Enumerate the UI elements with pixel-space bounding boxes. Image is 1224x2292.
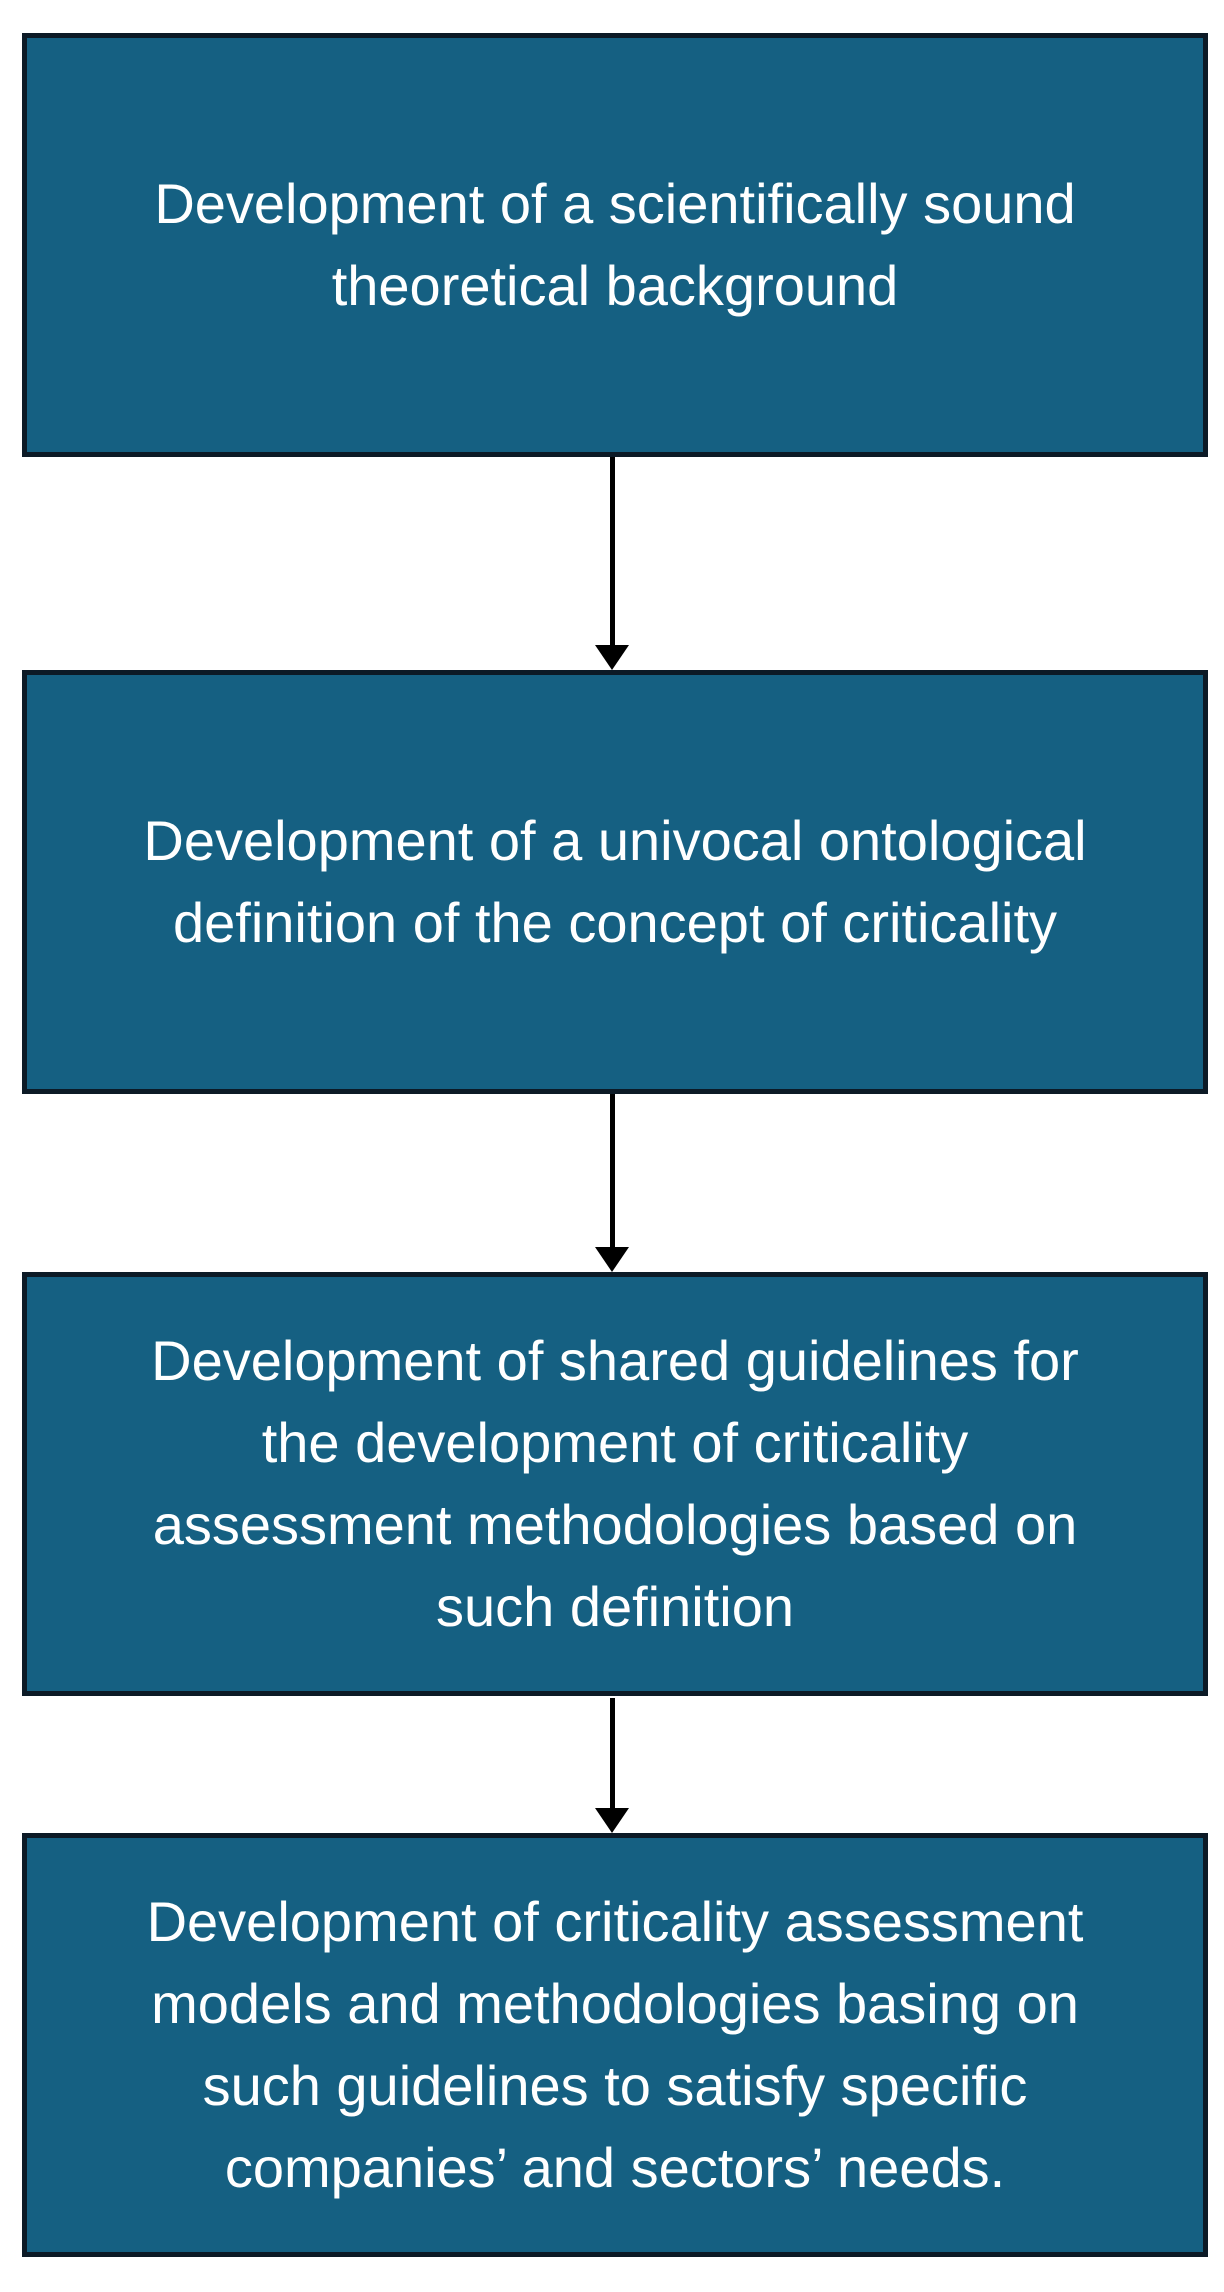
flow-step-2-label: Development of a univocal ontological de… <box>143 809 1087 954</box>
arrow-shaft <box>609 1094 615 1247</box>
flow-step-3: Development of shared guidelines for the… <box>22 1272 1208 1696</box>
flow-step-2: Development of a univocal ontological de… <box>22 670 1208 1094</box>
arrow-shaft <box>609 1698 615 1808</box>
connector-arrow-1 <box>0 457 1224 670</box>
arrow-down-head-icon <box>595 1808 629 1833</box>
connector-arrow-3 <box>0 1698 1224 1833</box>
arrow-down-head-icon <box>595 645 629 670</box>
flow-step-4-label: Development of criticality assessment mo… <box>146 1890 1084 2199</box>
arrow-down-head-icon <box>595 1247 629 1272</box>
flow-step-1: Development of a scientifically sound th… <box>22 33 1208 457</box>
flow-step-4: Development of criticality assessment mo… <box>22 1833 1208 2257</box>
flow-step-1-label: Development of a scientifically sound th… <box>154 172 1076 317</box>
arrow-shaft <box>609 457 615 645</box>
connector-arrow-2 <box>0 1094 1224 1272</box>
flow-step-3-label: Development of shared guidelines for the… <box>151 1329 1079 1638</box>
